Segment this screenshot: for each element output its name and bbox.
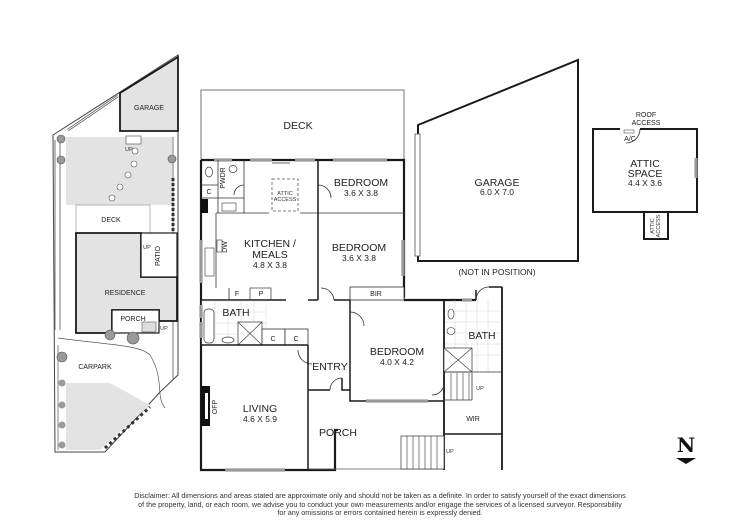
site-residence-label: RESIDENCE [105, 290, 146, 297]
site-porch-label: PORCH [120, 316, 145, 323]
attic-plan: ROOF ACCESS A/C ATTIC SPACE 4.4 X 3.6 AT… [592, 112, 698, 240]
kitchen-label-1: KITCHEN / [244, 238, 296, 250]
site-patio-label: PATIO [155, 245, 162, 266]
disclaimer-line-3: for any omissions or errors contained he… [277, 508, 483, 518]
site-garage-label: GARAGE [134, 105, 164, 112]
bedroom-2-label: BEDROOM [332, 242, 386, 254]
bath-1-label: BATH [222, 307, 249, 319]
deck-label: DECK [283, 120, 312, 132]
kitchen-dims: 4.8 X 3.8 [253, 260, 287, 270]
linen-2-label: C [293, 336, 298, 343]
ac-label: A/C [624, 136, 636, 143]
pantry-label: P [259, 291, 264, 298]
kitchen-label-2: MEALS [252, 249, 288, 261]
attic-access-label-2: ACCESS [274, 197, 297, 203]
site-up-label-3: UP [160, 326, 168, 332]
main-house: DECK PWDR C ATTIC ACCESS DW [199, 89, 503, 472]
ofp-label: OFP [212, 399, 219, 414]
north-arrow-icon [676, 458, 696, 464]
site-deck-label: DECK [101, 217, 121, 224]
attic-label-2: SPACE [628, 168, 663, 180]
garage-note: (NOT IN POSITION) [458, 267, 535, 277]
roof-access-label-2: ACCESS [632, 120, 661, 127]
dw-label: DW [222, 241, 229, 253]
bedroom-2-dims: 3.6 X 3.8 [342, 253, 376, 263]
bath-2-label: BATH [468, 330, 495, 342]
wir-label: WIR [466, 416, 480, 423]
disclaimer: Disclaimer: All dimensions and areas sta… [120, 491, 640, 518]
linen-1-label: C [270, 336, 275, 343]
bedroom-3-dims: 4.0 X 4.2 [380, 357, 414, 367]
cupboard-label: C [206, 189, 211, 196]
attic-label-1: ATTIC [630, 158, 660, 170]
north-label: N [676, 433, 696, 457]
site-plan: GARAGE UP DECK PATIO UP RESIDENCE PORCH … [52, 54, 179, 453]
bedroom-1-label: BEDROOM [334, 177, 388, 189]
roof-access-label-1: ROOF [636, 112, 656, 119]
site-carpark-label: CARPARK [78, 364, 112, 371]
entry-label: ENTRY [312, 361, 347, 373]
bir-label: BIR [370, 291, 382, 298]
stairs-up-label-2: UP [446, 449, 454, 455]
garage-label: GARAGE [475, 177, 520, 189]
disclaimer-line-1: Disclaimer: All dimensions and areas sta… [134, 491, 626, 500]
pwdr-label: PWDR [220, 167, 227, 188]
bedroom-3-label: BEDROOM [370, 346, 424, 358]
attic-dims: 4.4 X 3.6 [628, 178, 662, 188]
north-compass: N [674, 434, 698, 464]
attic-access-label-1b: ATTIC [650, 218, 656, 234]
bedroom-1-dims: 3.6 X 3.8 [344, 188, 378, 198]
site-up-label-2: UP [143, 245, 151, 251]
garage-dims: 6.0 X 7.0 [480, 187, 514, 197]
living-dims: 4.6 X 5.9 [243, 414, 277, 424]
site-up-label-1: UP [125, 147, 133, 153]
attic-access-label-1: ATTIC [277, 191, 293, 197]
fridge-label: F [235, 291, 239, 298]
stairs-up-label-1: UP [476, 386, 484, 392]
living-label: LIVING [243, 403, 277, 415]
garage-plan: GARAGE 6.0 X 7.0 (NOT IN POSITION) [414, 58, 579, 277]
attic-access-label-2b: ACCESS [656, 214, 662, 237]
disclaimer-line-2: of the property, land, or each room, we … [138, 499, 622, 509]
porch-label: PORCH [319, 427, 357, 439]
